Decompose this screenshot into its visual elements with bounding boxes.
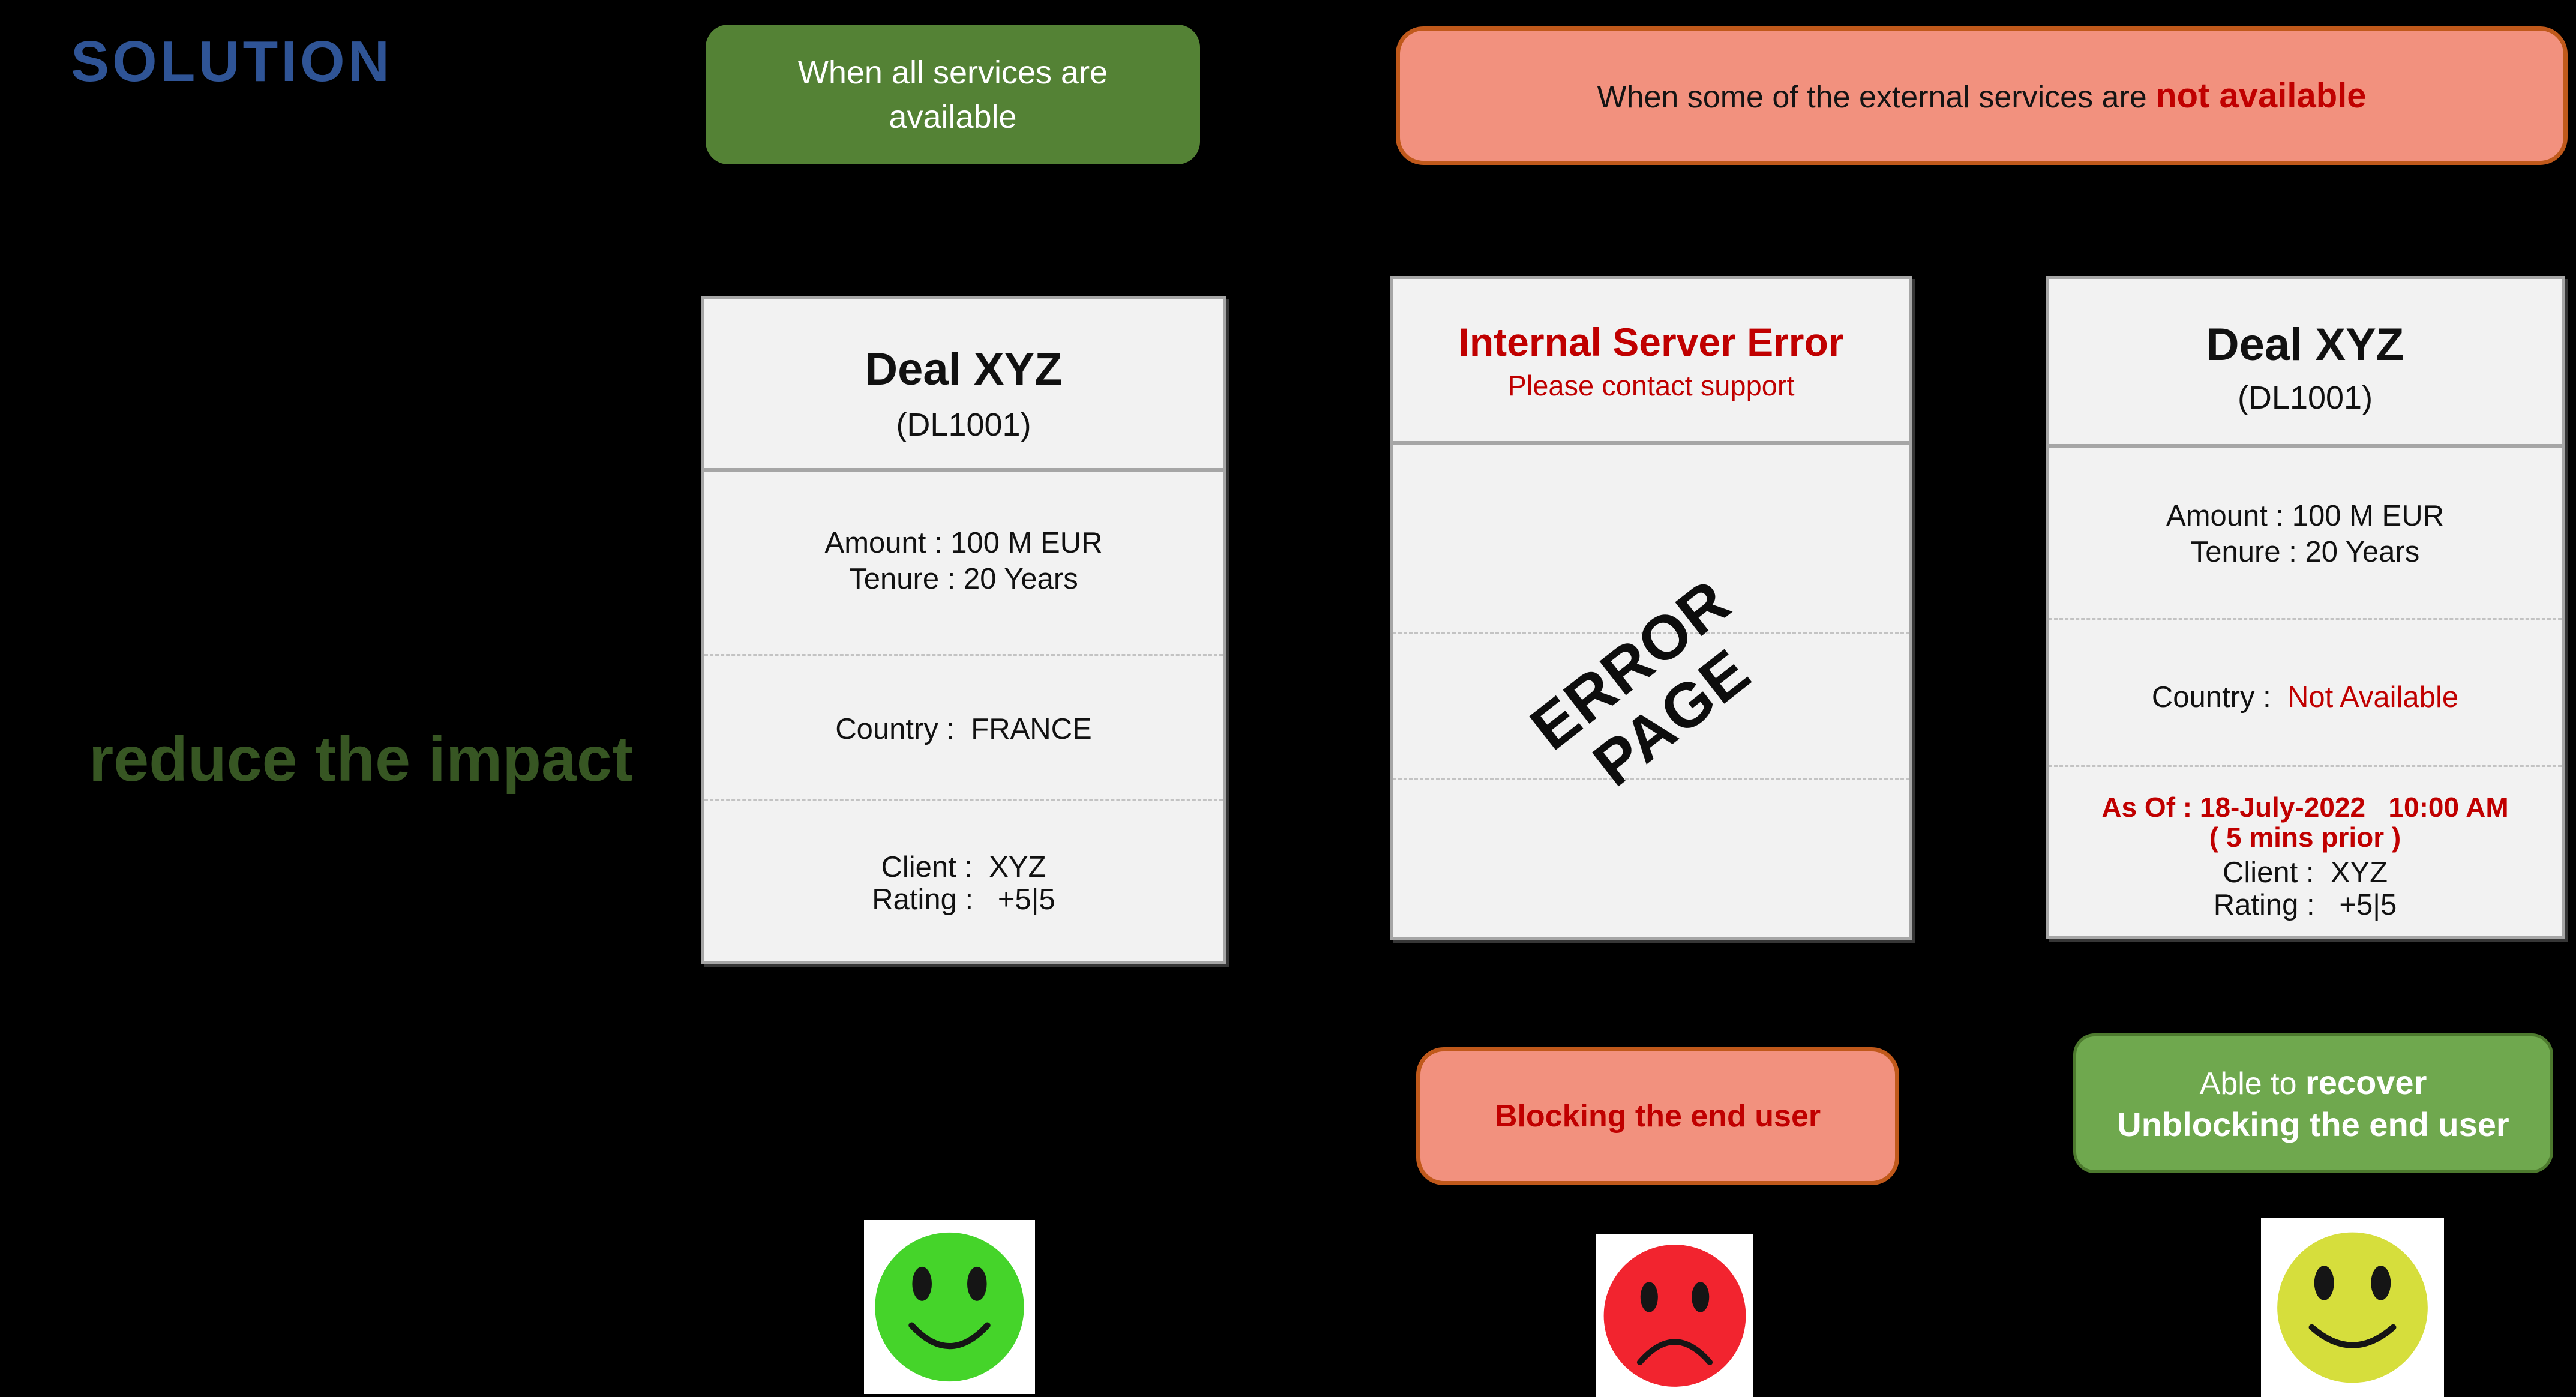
badge-all-services-available: When all services are available (706, 25, 1200, 164)
badge-all-services-line1: When all services are (797, 54, 1108, 91)
recover-line1-normal: Able to (2199, 1066, 2305, 1101)
badge-able-to-recover: Able to recover Unblocking the end user (2073, 1033, 2553, 1173)
frown-mouth (1636, 1339, 1713, 1365)
badge-recover-line2: Unblocking the end user (2117, 1105, 2509, 1143)
card-header-divider (1392, 441, 1910, 445)
left-eye (2314, 1266, 2334, 1300)
badge-all-services-line2: available (889, 98, 1017, 135)
deal-tenure: Tenure : 20 Years (849, 563, 1078, 595)
deal-asof-prior: ( 5 mins prior ) (2209, 822, 2401, 853)
recover-line1-bold: recover (2305, 1063, 2427, 1101)
card-section-divider (2049, 765, 2562, 767)
deal-client: Client : XYZ (881, 851, 1046, 883)
sad-red-face-icon (1603, 1245, 1746, 1387)
deal-title: Deal XYZ (865, 344, 1063, 395)
deal-title: Deal XYZ (2206, 319, 2404, 370)
deal-client: Client : XYZ (2222, 856, 2388, 889)
deal-amount: Amount : 100 M EUR (824, 527, 1103, 559)
error-title: Internal Server Error (1458, 320, 1844, 364)
smiley-happy-yellow (2261, 1218, 2444, 1397)
card-section-divider (1393, 778, 1909, 780)
deal-id: (DL1001) (2237, 380, 2373, 416)
smiley-happy-green (864, 1220, 1035, 1394)
deal-amount: Amount : 100 M EUR (2166, 500, 2444, 532)
smiley-sad-red (1596, 1234, 1753, 1397)
badge-not-available-prefix: When some of the external services are (1597, 80, 2156, 115)
badge-not-available-emphasis: not available (2155, 76, 2367, 115)
card-deal-recovered: Deal XYZ (DL1001) Amount : 100 M EUR Ten… (2046, 276, 2565, 939)
card-deal-normal: Deal XYZ (DL1001) Amount : 100 M EUR Ten… (701, 296, 1226, 964)
badge-recover-line1: Able to recover (2200, 1062, 2427, 1104)
impact-note: reduce the impact (89, 724, 634, 795)
face-circle (1603, 1245, 1746, 1387)
right-eye (2371, 1266, 2391, 1300)
country-value-not-available: Not Available (2287, 681, 2459, 714)
deal-country: Country : FRANCE (704, 711, 1223, 748)
card-section-divider (1393, 632, 1909, 634)
deal-asof: As Of : 18-July-2022 10:00 AM (2101, 792, 2509, 823)
deal-tenure: Tenure : 20 Years (2190, 536, 2420, 568)
card-error-page: Internal Server Error Please contact sup… (1390, 276, 1912, 940)
page-title: SOLUTION (71, 29, 392, 94)
left-eye (1640, 1282, 1658, 1312)
happy-yellow-face-icon (2277, 1232, 2428, 1383)
right-eye (967, 1266, 987, 1301)
badge-blocking-end-user: Blocking the end user (1416, 1047, 1899, 1185)
deal-rating: Rating : +5|5 (2213, 889, 2397, 921)
face-circle (875, 1232, 1024, 1382)
badge-services-not-available: When some of the external services are n… (1396, 26, 2568, 165)
card-section-divider (2049, 618, 2562, 620)
badge-services-not-available-text: When some of the external services are n… (1597, 76, 2367, 116)
happy-green-face-icon (875, 1232, 1024, 1382)
deal-rating: Rating : +5|5 (872, 883, 1055, 916)
error-watermark-wrap: ERROR PAGE (1393, 445, 1909, 937)
deal-country: Country : Not Available (2049, 679, 2562, 716)
country-value: FRANCE (971, 713, 1092, 745)
card-header-divider (2048, 444, 2562, 448)
right-eye (1692, 1282, 1710, 1312)
error-watermark: ERROR PAGE (1518, 566, 1784, 816)
badge-blocking-text: Blocking the end user (1494, 1099, 1821, 1134)
country-label: Country : (835, 713, 971, 745)
country-label: Country : (2151, 681, 2287, 714)
face-circle (2277, 1232, 2428, 1383)
card-section-divider (704, 654, 1223, 656)
smile-mouth (908, 1322, 991, 1350)
smile-mouth (2308, 1324, 2397, 1348)
card-section-divider (704, 799, 1223, 801)
left-eye (912, 1266, 932, 1301)
deal-id: (DL1001) (896, 407, 1031, 443)
card-header-divider (704, 468, 1223, 472)
error-subtitle: Please contact support (1507, 370, 1795, 401)
